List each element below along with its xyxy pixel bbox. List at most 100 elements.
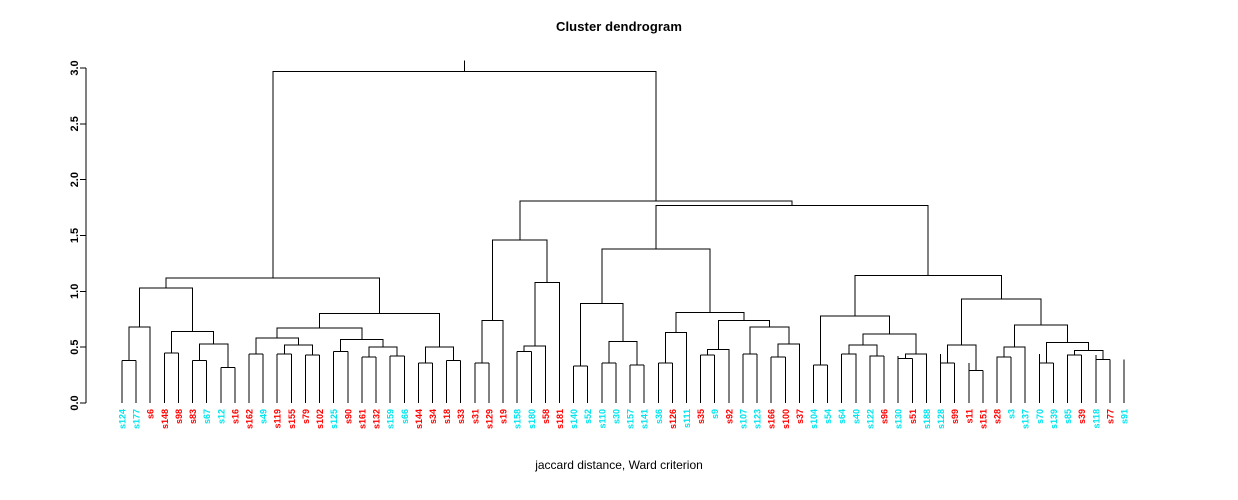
dendrogram-links (121, 60, 1125, 403)
dendrogram-link (534, 281, 560, 361)
y-axis-tick-label: 2.0 (69, 172, 81, 187)
dendrogram-link (848, 344, 878, 357)
leaf-label: s66 (400, 409, 410, 424)
leaf-label: s64 (837, 409, 847, 424)
dendrogram-link (655, 204, 929, 276)
dendrogram-link (368, 346, 398, 358)
y-axis-tick-label: 1.5 (69, 228, 81, 243)
leaf-label: s6 (146, 409, 156, 419)
leaf-label: s85 (1063, 409, 1073, 424)
dendrogram-link (272, 70, 657, 278)
leaf-label: s96 (880, 409, 890, 424)
leaf-label: s37 (795, 409, 805, 424)
leaf-label: s40 (851, 409, 861, 424)
leaf-label: s83 (188, 409, 198, 424)
dendrogram-link (904, 353, 927, 359)
leaf-label: s99 (950, 409, 960, 424)
dendrogram-link (707, 348, 730, 355)
leaf-label: s3 (1007, 409, 1017, 419)
leaf-label: s144 (414, 409, 424, 429)
dendrogram-link (165, 277, 381, 314)
dendrogram-link (1067, 354, 1082, 363)
leaf-label: s111 (682, 409, 692, 428)
x-axis-label: jaccard distance, Ward criterion (535, 458, 703, 472)
leaf-label: s137 (1021, 409, 1031, 429)
dendrogram-link (854, 275, 1002, 316)
leaf-label: s91 (1120, 409, 1130, 424)
leaf-label: s54 (823, 409, 833, 424)
leaf-label: s107 (738, 409, 748, 429)
dendrogram-link (255, 337, 299, 354)
leaf-label: s18 (442, 409, 452, 424)
leaf-label: s90 (343, 409, 353, 424)
dendrogram-link (862, 333, 917, 354)
dendrogram-link (869, 355, 885, 361)
leaf-label: s36 (654, 409, 664, 424)
dendrogram-link (319, 313, 441, 348)
dendrogram-link (1014, 324, 1069, 348)
leaf-label: s49 (259, 409, 269, 424)
leaf-label: s100 (781, 409, 791, 429)
leaf-label: s162 (245, 409, 255, 429)
leaf-label: s123 (753, 409, 763, 429)
leaf-label: s19 (499, 409, 509, 424)
leaf-label: s155 (287, 409, 297, 429)
leaf-label: s130 (894, 409, 904, 429)
leaf-label: s125 (329, 409, 339, 429)
dendrogram-link (199, 343, 229, 368)
dendrogram-link (601, 248, 711, 313)
leaf-label: s181 (555, 409, 565, 429)
leaf-label: s188 (922, 409, 932, 429)
leaf-label: s159 (386, 409, 396, 429)
dendrogram-link (841, 353, 857, 361)
leaf-label: s28 (992, 409, 1002, 424)
y-axis-tick-label: 1.0 (69, 284, 81, 299)
y-axis-tick-label: 0.5 (69, 340, 81, 355)
leaf-label: s177 (132, 409, 142, 429)
dendrogram-link (749, 326, 790, 354)
dendrogram-link (276, 327, 363, 340)
leaf-label: s119 (273, 409, 283, 429)
leaf-label: s129 (484, 409, 494, 429)
leaf-label: s122 (865, 409, 875, 429)
dendrogram-link (664, 332, 688, 363)
leaf-label: s104 (809, 409, 819, 429)
dendrogram-link (523, 345, 546, 361)
leaf-label: s51 (908, 409, 918, 424)
dendrogram-link (820, 315, 890, 366)
dendrogram-link (996, 356, 1012, 371)
leaf-label: s11 (964, 409, 974, 424)
dendrogram-link (1003, 346, 1026, 358)
y-axis-tick-label: 3.0 (69, 60, 81, 75)
leaf-label: s158 (513, 409, 523, 429)
leaf-label: s33 (456, 409, 466, 424)
leaf-label: s110 (597, 409, 607, 429)
dendrogram-link (777, 343, 800, 358)
dendrogram-link (170, 331, 215, 353)
leaf-label: s141 (640, 409, 650, 429)
y-axis-tick-label: 2.5 (69, 116, 81, 131)
leaf-label: s35 (696, 409, 706, 424)
page-title: Cluster dendrogram (555, 19, 683, 34)
leaf-label: s140 (569, 409, 579, 429)
leaf-label: s34 (428, 409, 438, 424)
leaf-label: s180 (527, 409, 537, 429)
leaf-label: s148 (160, 409, 170, 429)
leaf-label: s67 (202, 409, 212, 424)
dendrogram-link (491, 239, 548, 321)
leaf-label: s102 (315, 409, 325, 429)
leaf-label: s16 (230, 409, 240, 424)
leaf-label: s39 (1077, 409, 1087, 424)
leaf-label: s12 (216, 409, 226, 424)
dendrogram-link (717, 319, 770, 350)
y-axis: 0.00.51.01.52.02.53.0 (69, 60, 87, 411)
dendrogram-link (481, 319, 504, 363)
leaf-label: s132 (372, 409, 382, 429)
leaf-label: s124 (118, 409, 128, 429)
leaf-label: s161 (357, 409, 367, 429)
leaf-label: s126 (668, 409, 678, 429)
leaf-label: s118 (1091, 409, 1101, 429)
dendrogram-link (580, 303, 624, 367)
